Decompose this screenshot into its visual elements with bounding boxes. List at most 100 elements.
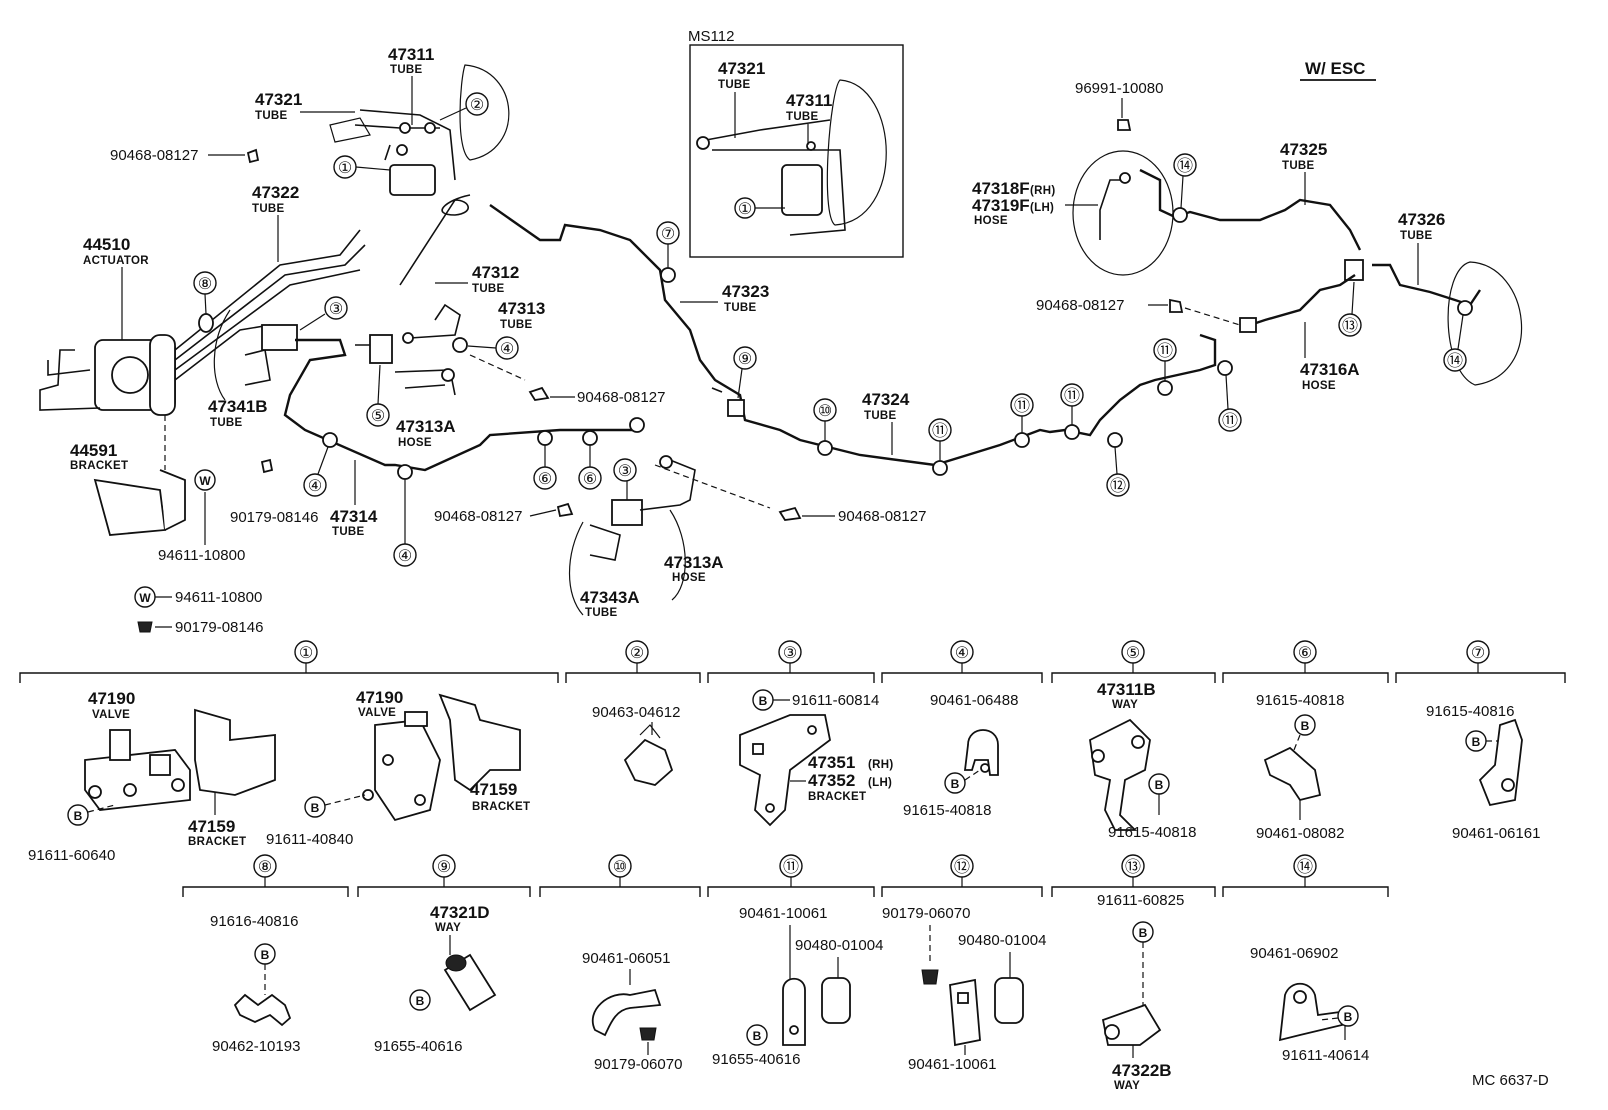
svg-text:B: B (74, 809, 83, 823)
label-47326: 47326 (1398, 210, 1445, 229)
d6-91615: 91615-40818 (1256, 692, 1344, 709)
clamp-12 (1107, 432, 1123, 448)
callout-14-a: ⑭ (1173, 153, 1197, 209)
d9-way: WAY (435, 922, 461, 934)
callout-4-b: ④ (303, 446, 329, 497)
clip-96991 (1117, 119, 1132, 131)
detail-row-1: ① ② ③ ④ ⑤ ⑥ ⑦ 47190 VALVE 47159 BRACKET … (19, 640, 1566, 864)
tube-47322-bundle (174, 269, 361, 371)
rear-tube-run (322, 204, 1233, 480)
d5-way: WAY (1112, 699, 1138, 711)
clamp-4 (322, 432, 338, 448)
tube-47325-path (1139, 168, 1362, 251)
label-47325-sub: TUBE (1282, 160, 1315, 172)
detail-5-callout: ⑤ (1126, 645, 1140, 662)
detail-1-bracket (19, 672, 559, 683)
d13-91611: 91611-60825 (1097, 892, 1184, 909)
label-44591: 44591 (70, 441, 117, 460)
tube-bundle (174, 324, 271, 381)
d5-91615: 91615-40818 (1108, 824, 1196, 841)
label-47324-sub: TUBE (864, 410, 897, 422)
label-47314-sub: TUBE (332, 526, 365, 538)
detail-11-bracket (707, 886, 875, 897)
d11-90461: 90461-10061 (739, 905, 827, 922)
callout-10: ⑩ (813, 398, 837, 441)
d13-47322B: 47322B (1112, 1061, 1172, 1080)
clips (246, 148, 802, 521)
svg-text:④: ④ (308, 478, 322, 495)
svg-text:⑩: ⑩ (818, 403, 832, 420)
d12-90461: 90461-10061 (908, 1056, 996, 1073)
clamp-14 (1457, 300, 1473, 316)
svg-text:B: B (951, 777, 960, 791)
d4-bolt-symbol (944, 772, 966, 794)
svg-text:⑦: ⑦ (661, 226, 675, 243)
clip-90468-a (246, 148, 260, 164)
label-47313: 47313 (498, 299, 545, 318)
clamp-11 (1064, 424, 1080, 440)
inset-callout-1-num: ① (738, 201, 752, 218)
clamp-4 (452, 337, 468, 353)
inset-tubes (705, 119, 846, 236)
front-left-tubes (213, 303, 696, 616)
d5-47311B: 47311B (1097, 680, 1156, 699)
d1-47159b: 47159 (470, 780, 517, 799)
detail-6-bracket (1222, 672, 1389, 683)
callout-12: ⑫ (1106, 446, 1130, 497)
clamp-6 (537, 430, 553, 446)
label-47313-sub: TUBE (500, 319, 533, 331)
detail-1-callout: ① (299, 645, 313, 662)
detail-8-bracket (182, 886, 349, 897)
legend-washer-letter: W (139, 591, 151, 605)
label-90468-e: 90468-08127 (1036, 297, 1124, 314)
fitting (399, 122, 411, 134)
d1-valve-b-port (404, 711, 428, 727)
d1-bolt-b-symbol (304, 796, 326, 818)
d1-bracket-b-label: BRACKET (472, 801, 530, 813)
d1-valve-b-body (374, 719, 441, 822)
d8-clamp (233, 993, 292, 1027)
label-47321-sub: TUBE (255, 110, 288, 122)
label-90468-a: 90468-08127 (110, 147, 198, 164)
svg-text:③: ③ (329, 301, 343, 318)
d10-nut (639, 1027, 657, 1041)
callout-8: ⑧ (193, 271, 217, 315)
svg-text:⑫: ⑫ (1110, 477, 1126, 495)
fitting (1239, 317, 1257, 333)
assembly-line (1184, 307, 1241, 326)
detail-10-callout: ⑩ (613, 859, 627, 876)
clip-90468-e (1169, 298, 1184, 313)
d8-91616: 91616-40816 (210, 913, 298, 930)
d3-rh: (RH) (868, 759, 893, 771)
detail-11-callout: ⑪ (783, 858, 799, 876)
clamp-4 (397, 464, 413, 480)
label-47319F: 47319F (972, 196, 1030, 215)
svg-text:⑨: ⑨ (738, 351, 752, 368)
d11-91655: 91655-40616 (712, 1051, 800, 1068)
svg-text:⑪: ⑪ (1064, 387, 1080, 405)
d9-bolt-symbol (409, 989, 431, 1011)
svg-text:⑬: ⑬ (1342, 317, 1358, 335)
actuator-left-tubes (39, 349, 101, 411)
detail-10-bracket (539, 886, 701, 897)
actuator-assembly (39, 229, 366, 536)
detail-7-bracket (1395, 672, 1566, 683)
label-44591-sub: BRACKET (70, 460, 128, 472)
hose-4731x-path (1099, 179, 1120, 240)
svg-text:B: B (311, 801, 320, 815)
detail-3-callout: ③ (783, 645, 797, 662)
d12-90480: 90480-01004 (958, 932, 1046, 949)
svg-text:⑥: ⑥ (583, 471, 597, 488)
label-47322-sub: TUBE (252, 203, 285, 215)
detail-2-callout: ② (630, 645, 644, 662)
tube-47341B-path (244, 349, 271, 386)
rear-left-backing-plate (1072, 150, 1174, 276)
d14-91611: 91611-40614 (1282, 1047, 1369, 1064)
detail-6-callout: ⑥ (1298, 645, 1312, 662)
d10-90179: 90179-06070 (594, 1056, 682, 1073)
d1-bracket-a-label: BRACKET (188, 836, 246, 848)
inset-frame (689, 44, 904, 258)
tube-47313-path (409, 303, 461, 339)
svg-text:⑪: ⑪ (1222, 412, 1238, 430)
